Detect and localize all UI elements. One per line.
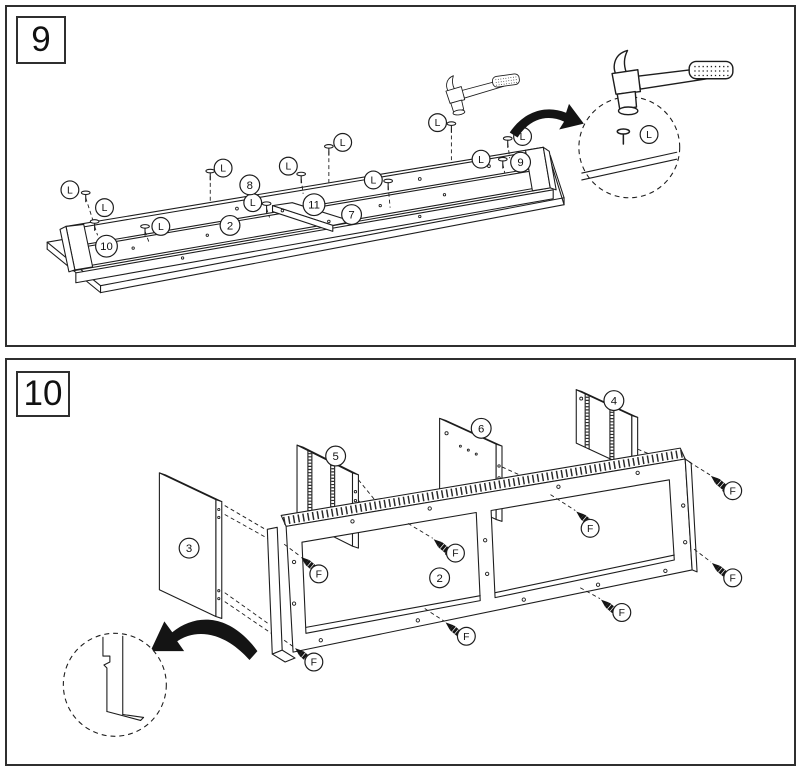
step-10-illustration: F F F F F F F F 3 5 6 4 2 [62, 389, 743, 737]
zoom-detail-circle: L [578, 49, 734, 199]
callout-part-3: 3 [178, 537, 200, 559]
svg-text:L: L [250, 198, 256, 209]
svg-text:10: 10 [100, 241, 113, 253]
left-side-panel [158, 472, 272, 634]
step-10-number-box: 10 [16, 371, 70, 417]
nail-icon [296, 171, 307, 184]
svg-text:L: L [646, 130, 652, 141]
step-10-number: 10 [23, 374, 63, 413]
callout-nail-L-detail: L [639, 125, 659, 144]
nail-icon [502, 136, 513, 148]
svg-text:8: 8 [247, 180, 253, 192]
frame-holes [291, 470, 688, 643]
svg-text:L: L [158, 222, 164, 233]
svg-text:11: 11 [308, 200, 320, 212]
svg-text:9: 9 [517, 157, 523, 169]
callout-part-11: 11 [302, 193, 326, 217]
svg-text:L: L [370, 176, 376, 187]
svg-text:7: 7 [348, 209, 354, 221]
callout-part-6: 6 [470, 417, 492, 439]
svg-text:F: F [463, 632, 469, 643]
svg-text:4: 4 [611, 396, 617, 408]
callout-part-7: 7 [341, 204, 363, 226]
callout-nail-L: L [471, 149, 491, 169]
callout-part-8: 8 [239, 174, 261, 196]
front-rail-surface [75, 189, 554, 284]
callout-screw-F: F [445, 543, 465, 563]
callout-screw-F: F [723, 568, 743, 588]
svg-text:2: 2 [227, 220, 233, 232]
callout-screw-F: F [304, 652, 324, 672]
step-9-panel: 9 [5, 5, 796, 347]
notch-detail [102, 635, 145, 721]
svg-text:F: F [587, 524, 593, 535]
svg-text:F: F [619, 608, 625, 619]
callout-nail-L: L [428, 113, 448, 133]
part-callouts: 10 2 8 11 7 9 [95, 151, 532, 258]
callout-screw-F: F [723, 481, 743, 501]
callout-screw-F: F [456, 626, 476, 646]
callout-part-10: 10 [95, 234, 118, 258]
svg-text:F: F [316, 569, 322, 580]
svg-text:F: F [452, 549, 458, 560]
callout-part-9: 9 [510, 151, 532, 173]
callout-part-2: 2 [219, 214, 241, 236]
frame-assembly [59, 146, 557, 284]
svg-text:F: F [311, 658, 317, 669]
callout-nail-L: L [243, 193, 263, 213]
svg-text:L: L [285, 162, 291, 173]
callout-part-5: 5 [325, 445, 347, 467]
svg-text:3: 3 [186, 543, 192, 555]
callout-screw-F: F [580, 518, 600, 538]
callout-nail-L: L [60, 180, 80, 200]
callout-nail-L: L [213, 158, 233, 178]
svg-text:L: L [67, 185, 73, 196]
svg-text:6: 6 [478, 423, 484, 435]
callout-part-2: 2 [429, 567, 451, 589]
nail-icon [205, 168, 216, 181]
step-9-number: 9 [31, 20, 51, 59]
callout-screw-F: F [612, 602, 632, 623]
svg-text:5: 5 [332, 451, 338, 463]
hammer-icon [611, 49, 734, 116]
callout-part-4: 4 [603, 390, 625, 412]
svg-text:L: L [435, 118, 441, 129]
step-9-illustration: L L L L L L L L L L L 10 2 8 11 7 9 [46, 49, 734, 294]
nail-icon [446, 121, 457, 134]
svg-text:L: L [340, 138, 346, 149]
callout-nail-L: L [95, 198, 114, 218]
svg-text:F: F [730, 486, 736, 497]
screw-leader-lines [283, 461, 712, 648]
curved-arrow-icon [509, 103, 584, 138]
part-callouts: 3 5 6 4 2 [178, 390, 625, 589]
nail-icon [323, 144, 334, 156]
callout-nail-L: L [278, 156, 298, 176]
svg-text:L: L [478, 155, 484, 166]
svg-text:L: L [520, 132, 526, 143]
svg-text:L: L [220, 164, 226, 175]
step-10-panel: 10 [5, 358, 796, 766]
cabinet-frame [266, 447, 698, 663]
callout-nail-L: L [363, 170, 383, 190]
svg-text:F: F [730, 573, 736, 584]
callout-nail-L: L [151, 216, 171, 236]
hammer-icon [443, 66, 524, 117]
callout-screw-F: F [309, 564, 329, 584]
step-9-number-box: 9 [16, 16, 66, 64]
nail-icon [80, 190, 91, 203]
zoom-detail-circle [62, 632, 167, 737]
svg-text:L: L [102, 203, 108, 214]
callout-nail-L: L [333, 132, 353, 152]
hardware-callouts-F: F F F F F F F F [304, 481, 743, 672]
curved-arrow-icon [150, 619, 258, 661]
svg-text:2: 2 [436, 573, 442, 585]
